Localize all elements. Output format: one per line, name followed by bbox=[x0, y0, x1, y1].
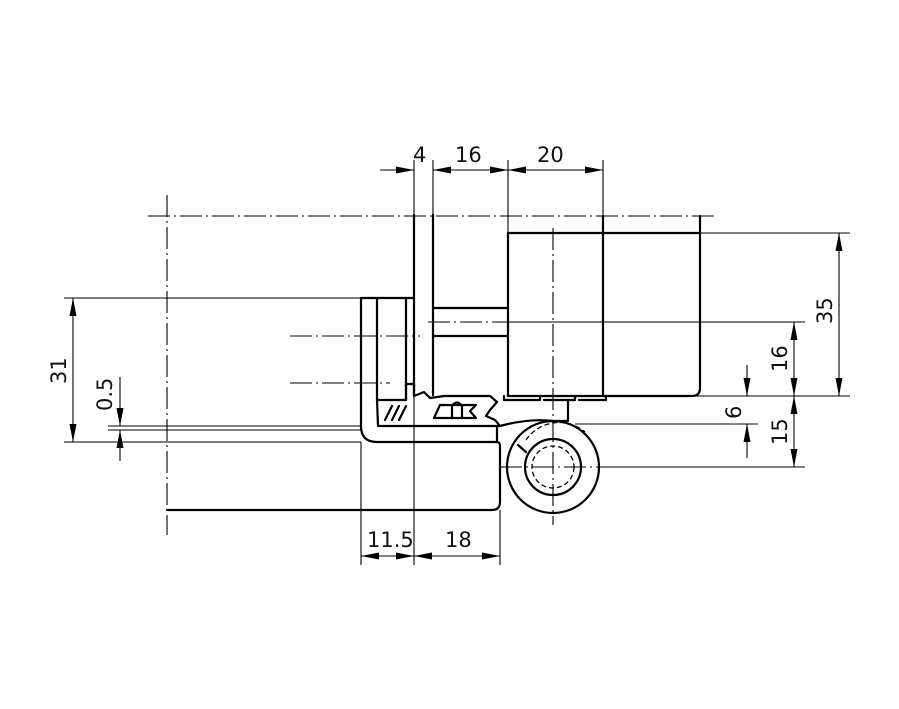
extension-lines bbox=[64, 160, 850, 565]
door-hinge-body bbox=[502, 214, 702, 402]
dim-label-16-right: 16 bbox=[768, 345, 792, 372]
dimension-right-35: 35 bbox=[813, 233, 843, 396]
dim-label-4: 4 bbox=[413, 143, 426, 167]
dimension-bottom-18: 18 bbox=[414, 528, 500, 560]
dimension-right-6: 6 bbox=[722, 365, 751, 458]
frame-profile bbox=[165, 296, 502, 512]
dimension-top-16: 16 bbox=[433, 143, 508, 174]
dimension-bottom-11-5: 11.5 bbox=[361, 528, 414, 560]
hinge-knuckle bbox=[498, 398, 601, 515]
dimension-right-16: 16 bbox=[768, 322, 798, 396]
dim-label-11-5: 11.5 bbox=[367, 528, 414, 552]
dimension-left-31: 31 bbox=[47, 298, 77, 442]
dimension-top-4: 4 bbox=[380, 143, 451, 174]
dimension-left-0-5: 0.5 bbox=[93, 377, 124, 461]
dim-label-31: 31 bbox=[47, 357, 71, 384]
dimension-right-15: 15 bbox=[768, 396, 798, 467]
dim-label-18: 18 bbox=[445, 528, 472, 552]
dimension-top-20: 20 bbox=[508, 143, 603, 174]
dim-label-20: 20 bbox=[537, 143, 564, 167]
dim-label-15: 15 bbox=[768, 418, 792, 445]
dim-label-35: 35 bbox=[813, 297, 837, 324]
dim-label-16-top: 16 bbox=[455, 143, 482, 167]
dim-label-0-5: 0.5 bbox=[93, 378, 117, 411]
dim-label-6: 6 bbox=[722, 406, 746, 419]
door-leaf bbox=[412, 213, 510, 397]
